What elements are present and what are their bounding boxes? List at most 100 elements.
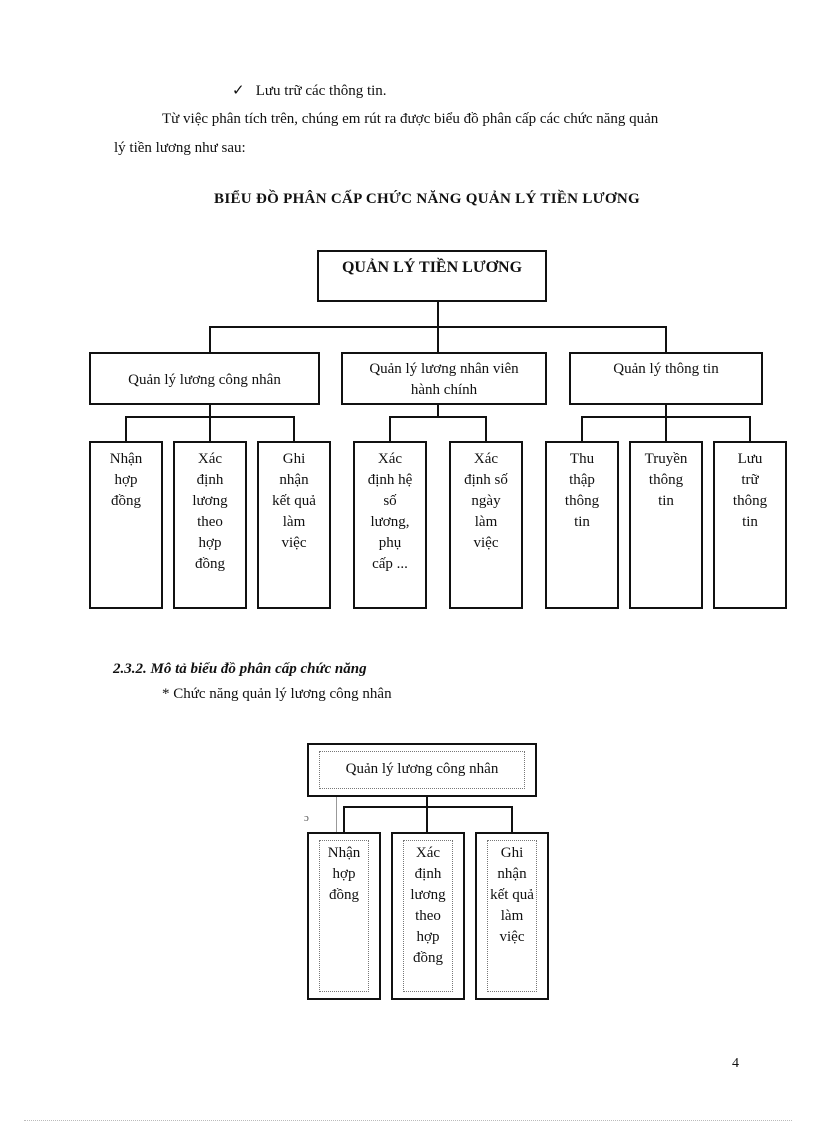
connector (389, 416, 391, 442)
group-label-line: hành chính (410, 382, 478, 398)
group-node-admin-staff: Quản lý lương nhân viên hành chính (341, 352, 547, 405)
connector (209, 326, 211, 353)
leaf-text: Lưu (737, 451, 763, 467)
leaf-text: Nhận (109, 451, 143, 467)
text-frame (319, 751, 525, 789)
leaf-text: số (383, 493, 397, 509)
leaf-text: làm (500, 908, 524, 924)
text-frame (487, 840, 537, 992)
text-frame (319, 840, 369, 992)
leaf-node: Lưu trữ thông tin (713, 441, 787, 609)
connector (293, 416, 295, 442)
leaf-text: việc (473, 535, 499, 551)
sub-leaf-node: Nhận hợp đồng (307, 832, 381, 1000)
leaf-text: định (196, 472, 224, 488)
leaf-text: lương (192, 493, 228, 509)
section-subheading: * Chức năng quản lý lương công nhân (162, 686, 392, 702)
section-heading: 2.3.2. Mô tả biểu đồ phân cấp chức năng (113, 661, 367, 677)
group-label-line: Quản lý lương nhân viên (369, 361, 519, 377)
leaf-text: thông (732, 493, 768, 509)
leaf-text: Xác (473, 451, 499, 467)
leaf-text: tin (574, 514, 590, 530)
connector (437, 404, 439, 418)
leaf-node: Ghi nhận kết quả làm việc (257, 441, 331, 609)
page-bottom-rule (24, 1120, 792, 1121)
leaf-text: làm (282, 514, 306, 530)
leaf-text: lương, (370, 514, 410, 530)
group-node-information: Quản lý thông tin (569, 352, 763, 405)
leaf-text: lương (410, 887, 446, 903)
leaf-text: Xác (415, 845, 441, 861)
leaf-text: nhận (279, 472, 309, 488)
connector (343, 806, 513, 808)
leaf-text: nhận (497, 866, 527, 882)
connector (485, 416, 487, 442)
leaf-text: thập (569, 472, 595, 488)
leaf-text: định (414, 866, 442, 882)
leaf-text: định số (464, 472, 508, 488)
leaf-node: Xác định số ngày làm việc (449, 441, 523, 609)
anchor-marker: ɔ (304, 812, 309, 824)
leaf-text: kết quả (490, 887, 534, 903)
diagram-title: BIỂU ĐỒ PHÂN CẤP CHỨC NĂNG QUẢN LÝ TIỀN … (214, 191, 640, 207)
guide-line (336, 797, 337, 833)
group-node-workers: Quản lý lương công nhân (89, 352, 320, 405)
sub-leaf-node: Ghi nhận kết quả làm việc (475, 832, 549, 1000)
leaf-text: hợp (416, 929, 440, 945)
leaf-text: trữ (741, 472, 759, 488)
sub-root-text: Quản lý lương công nhân (345, 761, 499, 777)
connector (426, 796, 428, 833)
leaf-text: Xác (377, 451, 403, 467)
leaf-text: ngày (471, 493, 501, 509)
leaf-text: Nhận (327, 845, 361, 861)
paragraph-line-1: Từ việc phân tích trên, chúng em rút ra … (162, 111, 659, 127)
connector (209, 404, 211, 418)
leaf-text: theo (415, 908, 441, 924)
connector (665, 326, 667, 353)
root-node: QUẢN LÝ TIỀN LƯƠNG (317, 250, 547, 302)
connector (665, 404, 667, 418)
connector (209, 326, 667, 328)
checkmark-icon: ✓ (232, 83, 245, 99)
leaf-text: kết quả (272, 493, 316, 509)
leaf-text: hợp (114, 472, 138, 488)
leaf-text: Thu (569, 451, 595, 467)
leaf-node: Truyền thông tin (629, 441, 703, 609)
leaf-text: tin (658, 493, 674, 509)
bullet-item: ✓ Lưu trữ các thông tin. (232, 81, 387, 101)
leaf-text: đồng (111, 493, 141, 509)
leaf-text: Ghi (282, 451, 306, 467)
leaf-text: thông (648, 472, 684, 488)
sub-root-node: Quản lý lương công nhân (307, 743, 537, 797)
connector (581, 416, 583, 442)
leaf-node: Thu thập thông tin (545, 441, 619, 609)
leaf-node: Xác định lương theo hợp đồng (173, 441, 247, 609)
connector (343, 806, 345, 833)
connector (389, 416, 487, 418)
leaf-node: Xác định hệ số lương, phụ cấp ... (353, 441, 427, 609)
connector (665, 416, 667, 442)
leaf-text: việc (499, 929, 525, 945)
leaf-text: đồng (329, 887, 359, 903)
leaf-text: theo (197, 514, 223, 530)
leaf-text: việc (281, 535, 307, 551)
leaf-text: hợp (198, 535, 222, 551)
connector (749, 416, 751, 442)
paragraph-line-2: lý tiền lương như sau: (114, 140, 246, 156)
leaf-text: cấp ... (372, 556, 408, 572)
leaf-text: đồng (195, 556, 225, 572)
leaf-text: Ghi (500, 845, 524, 861)
leaf-text: Truyền (644, 451, 688, 467)
leaf-text: phụ (378, 535, 402, 551)
sub-leaf-node: Xác định lương theo hợp đồng (391, 832, 465, 1000)
leaf-text: định hệ (367, 472, 413, 488)
connector (511, 806, 513, 833)
bullet-text: Lưu trữ các thông tin. (255, 83, 387, 99)
connector (209, 416, 211, 442)
connector (125, 416, 127, 442)
leaf-text: đồng (413, 950, 443, 966)
page-number: 4 (732, 1056, 739, 1071)
leaf-text: tin (742, 514, 758, 530)
leaf-text: làm (474, 514, 498, 530)
leaf-text: Xác (197, 451, 223, 467)
